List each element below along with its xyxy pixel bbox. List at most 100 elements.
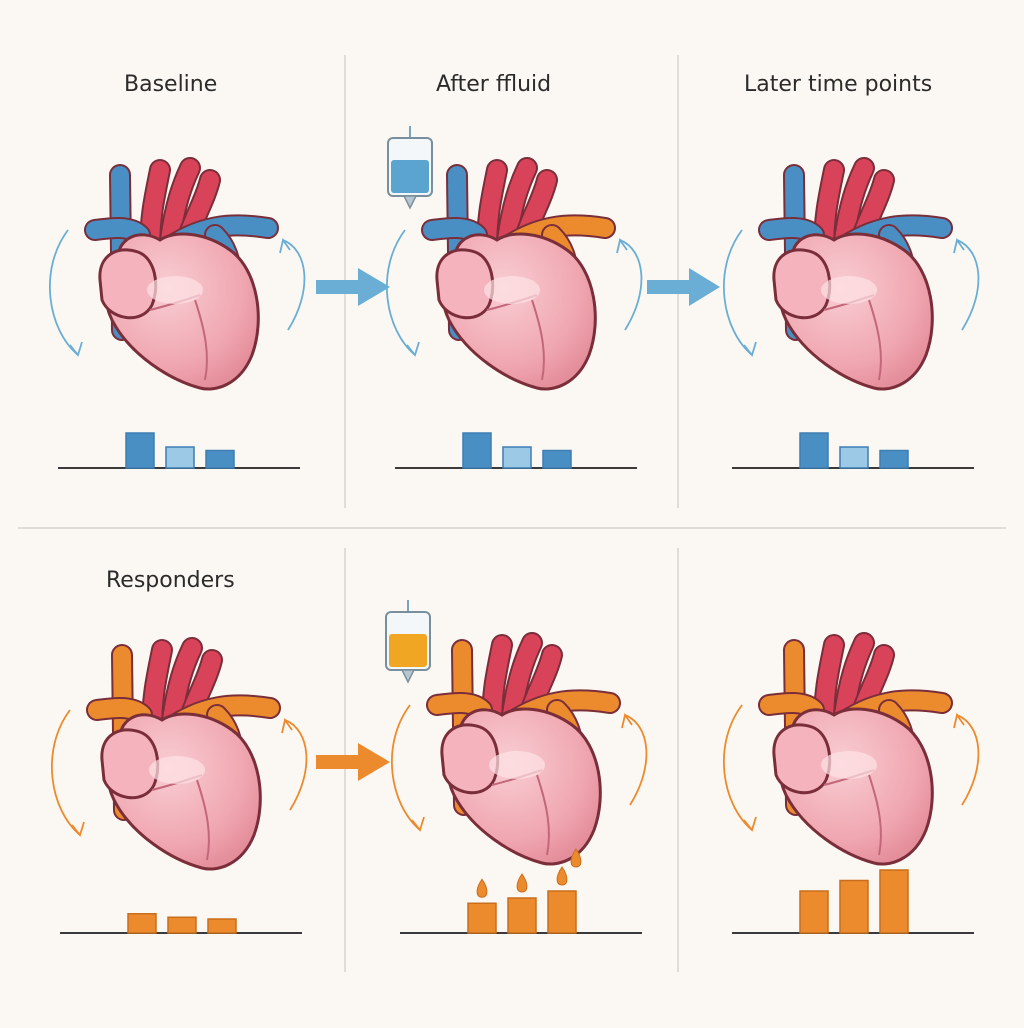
label-baseline: Baseline bbox=[124, 72, 218, 97]
bar bbox=[467, 902, 497, 934]
bar bbox=[167, 916, 197, 934]
cycle-arrows-icon bbox=[386, 229, 643, 357]
arrowhead bbox=[743, 816, 757, 832]
pulmonary-vein bbox=[88, 699, 151, 724]
arc-left bbox=[49, 229, 79, 356]
arc-right bbox=[956, 714, 980, 806]
bar bbox=[799, 432, 829, 469]
artery bbox=[835, 634, 873, 724]
iv-drip bbox=[400, 669, 416, 684]
iv-liquid bbox=[391, 160, 429, 193]
artery bbox=[163, 639, 201, 729]
bar bbox=[542, 449, 572, 469]
groove bbox=[196, 779, 210, 861]
arrowhead bbox=[616, 237, 628, 254]
heart-icon bbox=[84, 157, 279, 391]
artery bbox=[498, 159, 536, 249]
pulmonary-vein bbox=[760, 219, 823, 244]
iv-bag-icon bbox=[385, 600, 431, 684]
artery bbox=[161, 159, 199, 249]
drop-icon bbox=[476, 878, 488, 898]
bar bbox=[799, 890, 829, 934]
bar bbox=[507, 897, 537, 934]
pulmonary-vein bbox=[760, 694, 823, 719]
heart-icon bbox=[421, 157, 616, 391]
arc-right bbox=[956, 239, 980, 331]
bar bbox=[165, 446, 195, 469]
bar-chart bbox=[732, 432, 974, 469]
arc-left bbox=[391, 704, 421, 831]
pulmonary-vein bbox=[86, 219, 149, 244]
arrowhead bbox=[953, 237, 965, 254]
pulmonary-vein bbox=[428, 694, 491, 719]
arc-right bbox=[282, 239, 306, 331]
pulmonary-vein bbox=[423, 219, 486, 244]
groove bbox=[531, 299, 545, 381]
highlight bbox=[821, 276, 877, 304]
panel-top-after-fluid bbox=[386, 126, 643, 469]
bar bbox=[207, 918, 237, 934]
cycle-arrows-icon bbox=[49, 229, 306, 357]
bar-chart bbox=[395, 432, 637, 469]
groove bbox=[868, 299, 882, 381]
bar-chart bbox=[60, 913, 302, 934]
heart-icon bbox=[758, 632, 953, 866]
panel-bottom-after-fluid bbox=[385, 600, 648, 934]
panels-layer bbox=[49, 126, 980, 934]
atrium bbox=[435, 248, 495, 320]
bar-chart bbox=[732, 869, 974, 934]
arc-right bbox=[284, 719, 308, 811]
cycle-arrows-icon bbox=[723, 229, 980, 357]
arc-left bbox=[723, 229, 753, 356]
bar bbox=[127, 913, 157, 934]
bar bbox=[125, 432, 155, 469]
label-later-time-points: Later time points bbox=[744, 72, 933, 97]
arrowhead bbox=[281, 717, 293, 734]
cycle-arrows-icon bbox=[723, 704, 980, 832]
arc-left bbox=[51, 709, 81, 836]
groove bbox=[536, 774, 550, 856]
cycle-arrows-icon bbox=[391, 704, 648, 832]
bar bbox=[879, 449, 909, 469]
atrium bbox=[772, 723, 832, 795]
panel-top-baseline bbox=[49, 157, 306, 469]
highlight bbox=[147, 276, 203, 304]
heart-icon bbox=[758, 157, 953, 391]
label-responders: Responders bbox=[106, 568, 235, 593]
atrium bbox=[100, 728, 160, 800]
highlight bbox=[484, 276, 540, 304]
arrow-right-icon bbox=[316, 743, 390, 781]
drop-icon bbox=[556, 866, 568, 886]
arc-left bbox=[386, 229, 416, 356]
atrium bbox=[772, 248, 832, 320]
arrowhead bbox=[406, 341, 420, 357]
arrowhead bbox=[743, 341, 757, 357]
bar bbox=[205, 449, 235, 469]
iv-bag-icon bbox=[387, 126, 433, 210]
label-after-fluid: After ffluid bbox=[436, 72, 552, 97]
drop-icon bbox=[516, 873, 528, 893]
arc-right bbox=[624, 714, 648, 806]
artery bbox=[503, 634, 541, 724]
arrow-right-icon bbox=[647, 268, 720, 306]
heart-icon bbox=[426, 632, 621, 866]
iv-drip bbox=[402, 195, 418, 210]
drop-icon bbox=[570, 848, 582, 868]
panel-bottom-later bbox=[723, 632, 980, 934]
highlight bbox=[821, 751, 877, 779]
groove bbox=[194, 299, 208, 381]
bar bbox=[462, 432, 492, 469]
highlight bbox=[489, 751, 545, 779]
arc-right bbox=[619, 239, 643, 331]
arc-left bbox=[723, 704, 753, 831]
bar-chart bbox=[400, 848, 642, 934]
arrowhead bbox=[621, 712, 633, 729]
atrium bbox=[440, 723, 500, 795]
bar-chart bbox=[58, 432, 300, 469]
bar bbox=[547, 890, 577, 934]
bar bbox=[839, 879, 869, 934]
highlight bbox=[149, 756, 205, 784]
panel-bottom-responders bbox=[51, 637, 308, 934]
